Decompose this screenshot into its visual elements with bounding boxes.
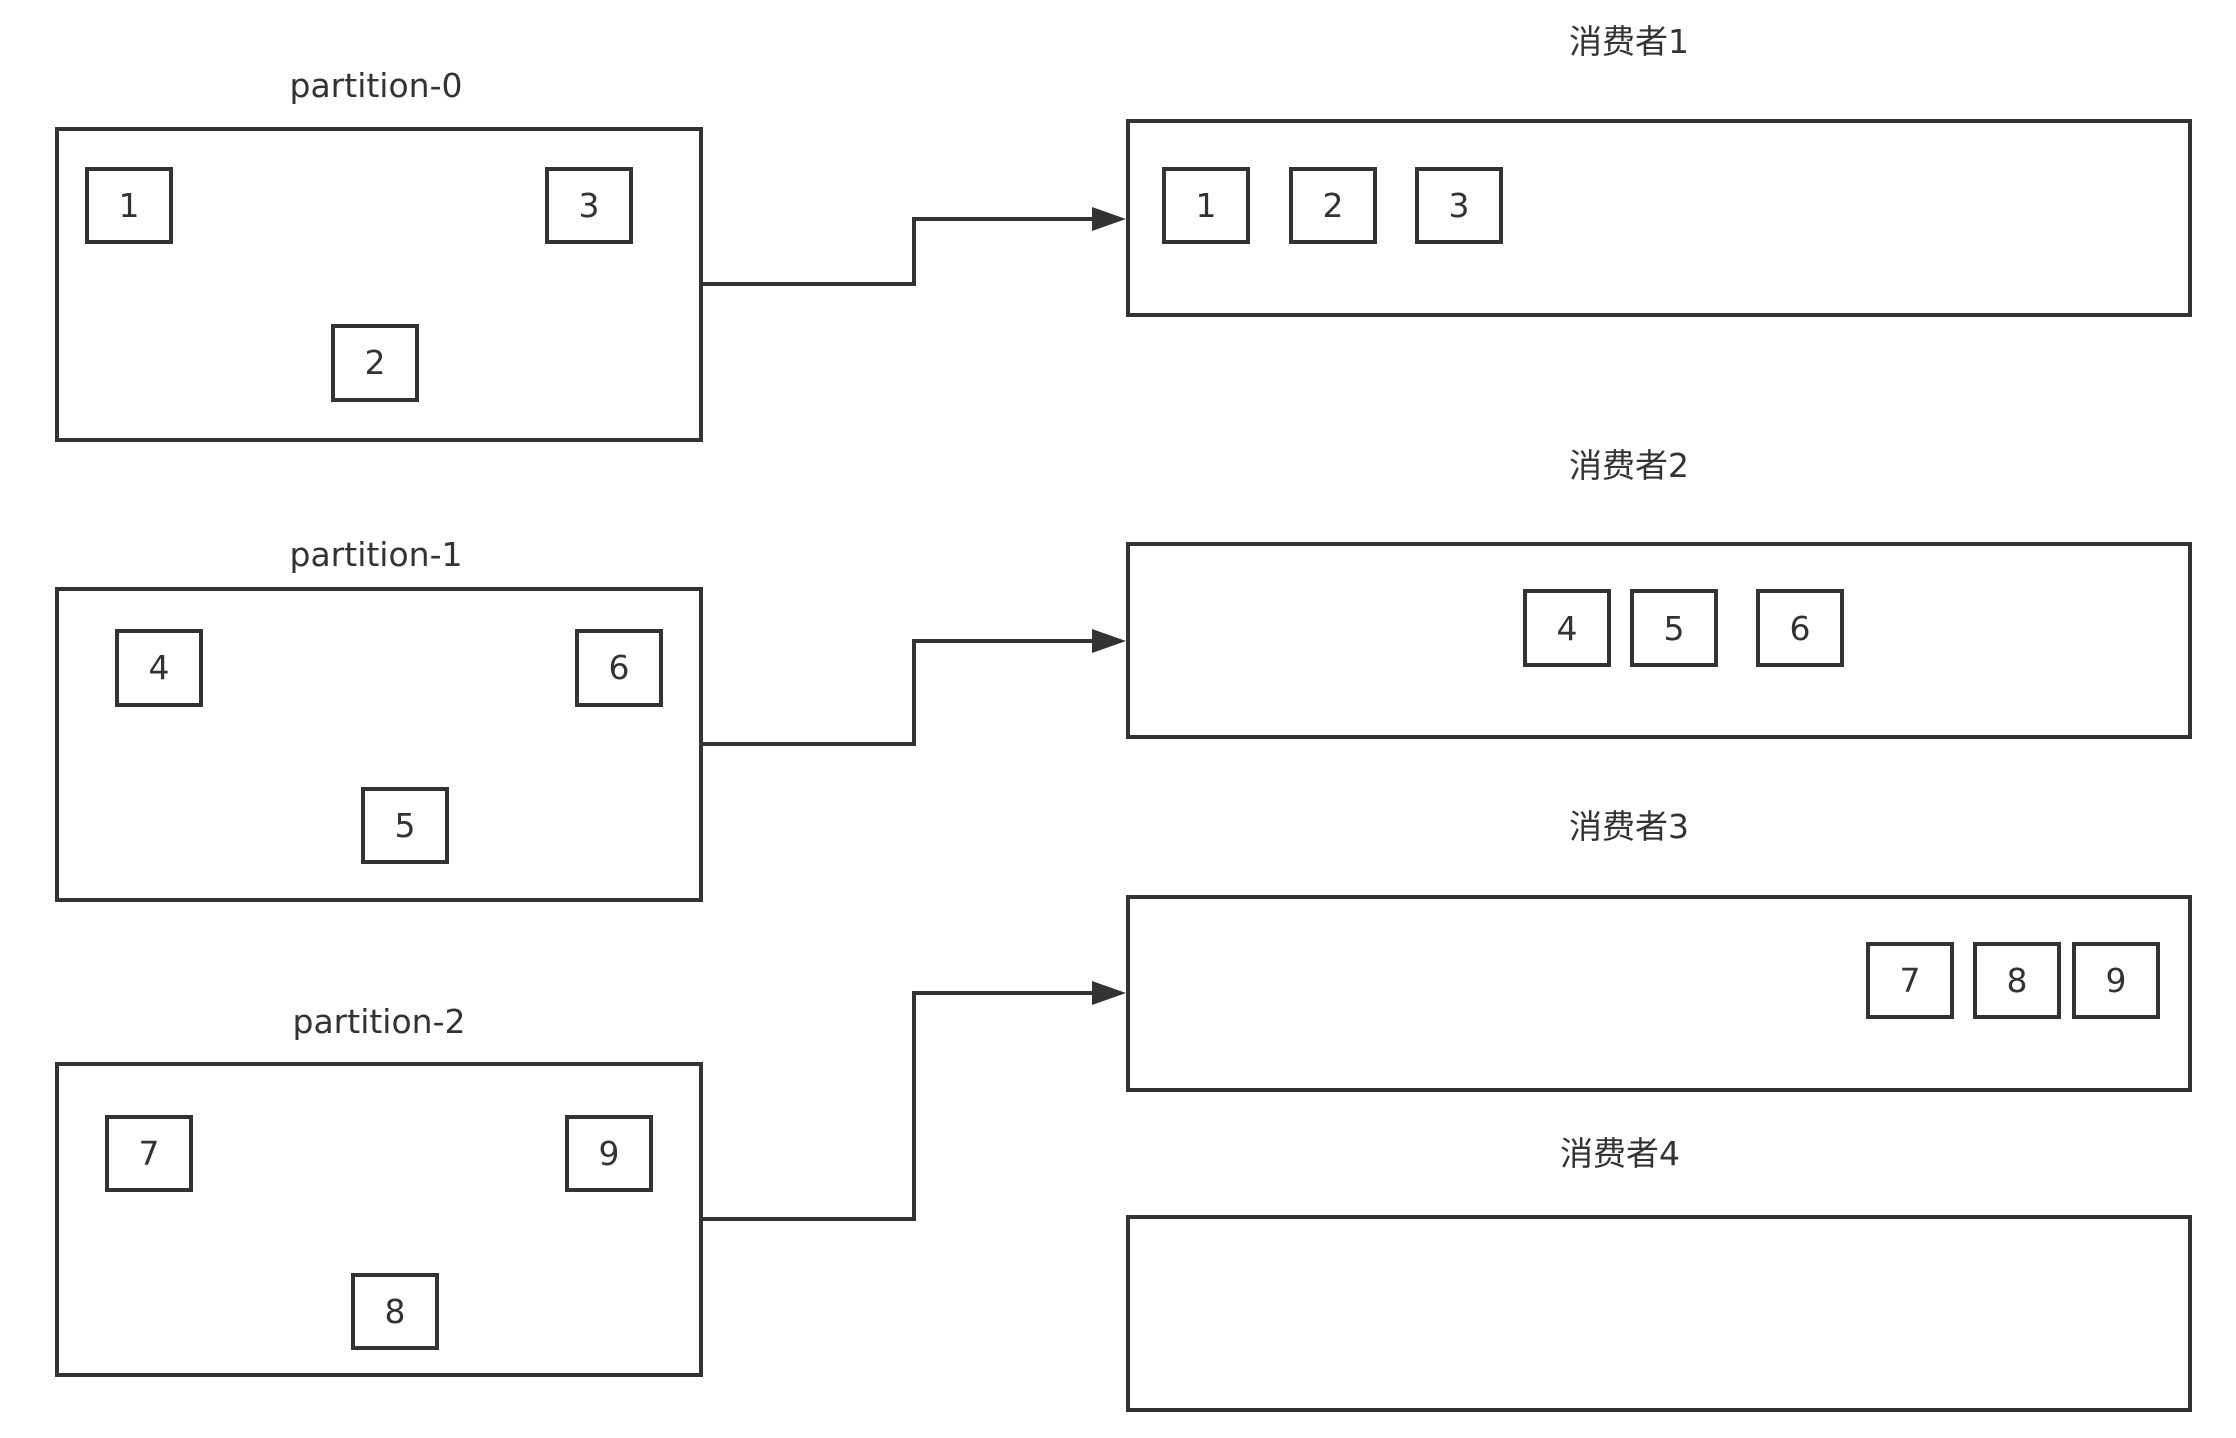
partition-2-message-7: 7 (105, 1115, 193, 1192)
partition-0-message-1: 1 (85, 167, 173, 244)
consumer-2-message-5: 5 (1630, 589, 1718, 667)
consumer-3-message-9: 9 (2072, 942, 2160, 1019)
message-label: 8 (385, 1292, 406, 1331)
consumer-1-message-1: 1 (1162, 167, 1250, 244)
partition-2-label: partition-2 (293, 1002, 466, 1041)
message-label: 8 (2007, 961, 2028, 1000)
partition-2-group: partition-2 7 9 8 (55, 1002, 703, 1377)
message-label: 3 (579, 186, 600, 225)
consumer-1-group: 消费者1 1 2 3 (1126, 22, 2192, 317)
consumer-1-message-3: 3 (1415, 167, 1503, 244)
partition-1-group: partition-1 4 6 5 (55, 535, 703, 902)
message-label: 1 (1196, 186, 1217, 225)
arrowhead-icon (1092, 981, 1126, 1005)
partition-2-message-8: 8 (351, 1273, 439, 1350)
connector-line (703, 639, 1095, 746)
message-label: 7 (1900, 961, 1921, 1000)
message-label: 4 (149, 648, 170, 687)
connector-line (703, 991, 1095, 1221)
partition-0-label: partition-0 (290, 66, 463, 105)
consumer-1-label: 消费者1 (1569, 22, 1689, 61)
arrowhead-icon (1092, 207, 1126, 231)
partition-1-label: partition-1 (290, 535, 463, 574)
consumer-4-label: 消费者4 (1560, 1134, 1680, 1173)
partition-1-message-5: 5 (361, 787, 449, 864)
message-label: 4 (1557, 609, 1578, 648)
consumer-3-message-8: 8 (1973, 942, 2061, 1019)
message-label: 2 (365, 343, 386, 382)
message-label: 5 (395, 806, 416, 845)
partition-1-message-6: 6 (575, 629, 663, 707)
message-label: 3 (1449, 186, 1470, 225)
consumer-1-message-2: 2 (1289, 167, 1377, 244)
consumer-3-group: 消费者3 7 8 9 (1126, 807, 2192, 1092)
consumer-2-group: 消费者2 4 5 6 (1126, 446, 2192, 739)
consumer-4-group: 消费者4 (1126, 1134, 2192, 1412)
message-label: 2 (1323, 186, 1344, 225)
consumer-4-box (1126, 1215, 2192, 1412)
partition-1-message-4: 4 (115, 629, 203, 707)
consumer-3-label: 消费者3 (1569, 807, 1689, 846)
message-label: 7 (139, 1134, 160, 1173)
message-label: 1 (119, 186, 140, 225)
connector-line (703, 217, 1095, 286)
consumer-2-message-4: 4 (1523, 589, 1611, 667)
partition-0-message-2: 2 (331, 324, 419, 402)
partition-0-message-3: 3 (545, 167, 633, 244)
message-label: 5 (1664, 609, 1685, 648)
partition-2-to-consumer-3-connector (703, 981, 1126, 1221)
partition-0-group: partition-0 1 3 2 (55, 66, 703, 442)
message-label: 6 (609, 648, 630, 687)
arrowhead-icon (1092, 629, 1126, 653)
consumer-2-label: 消费者2 (1569, 446, 1689, 485)
consumer-3-message-7: 7 (1866, 942, 1954, 1019)
message-label: 9 (2106, 961, 2127, 1000)
partition-1-to-consumer-2-connector (703, 629, 1126, 746)
partition-2-message-9: 9 (565, 1115, 653, 1192)
message-label: 9 (599, 1134, 620, 1173)
consumer-1-box (1126, 119, 2192, 317)
consumer-2-message-6: 6 (1756, 589, 1844, 667)
partition-0-to-consumer-1-connector (703, 207, 1126, 286)
message-label: 6 (1790, 609, 1811, 648)
